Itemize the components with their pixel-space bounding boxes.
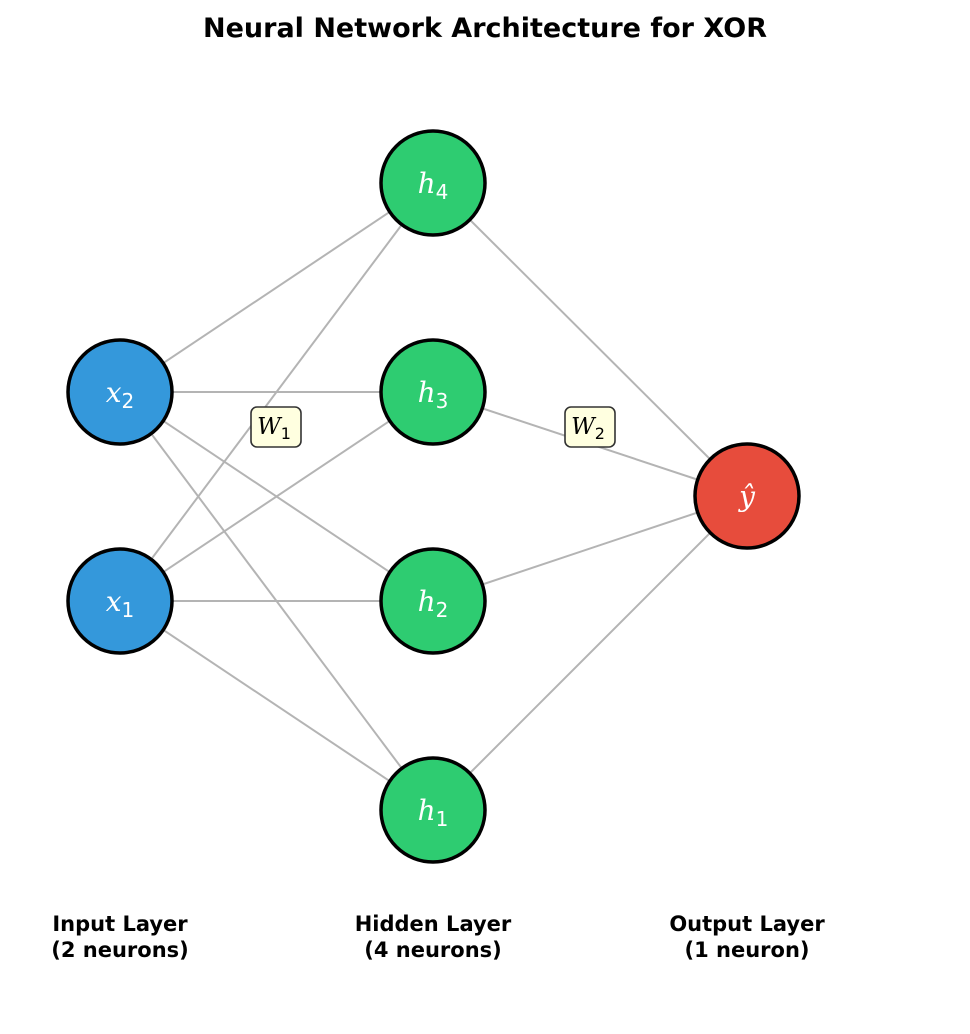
connections — [119, 182, 748, 811]
neuron-label-base: x — [106, 376, 122, 409]
neuron-circle — [379, 129, 487, 237]
neuron-label: h4 — [418, 167, 449, 204]
layer-captions: Input Layer(2 neurons) Hidden Layer(4 neu… — [51, 912, 825, 962]
neuron-circle — [379, 338, 487, 446]
edge-x2-h1 — [119, 391, 434, 811]
neuron-h1: h1 — [379, 756, 487, 864]
weight-label-subscript: 1 — [281, 424, 291, 443]
layer-caption-input-title: Input Layer — [52, 912, 188, 936]
neuron-label-subscript: 1 — [436, 807, 449, 831]
weight-label-base: W — [257, 414, 283, 440]
neuron-circle — [379, 756, 487, 864]
weight-label-base: W — [571, 414, 597, 440]
neuron-label-subscript: 2 — [436, 598, 449, 622]
neuron-label-base: ŷ — [737, 480, 756, 513]
neuron-label: x2 — [106, 376, 135, 413]
edge-h4-yhat — [432, 182, 748, 497]
neuron-label-subscript: 3 — [436, 389, 449, 413]
neuron-label: ŷ — [737, 480, 756, 513]
edge-x2-h2 — [119, 391, 434, 602]
edge-h1-yhat — [432, 495, 748, 811]
neuron-circle — [66, 338, 174, 446]
weight-label-W2: W2 — [564, 406, 616, 448]
weight-label-text: W1 — [257, 414, 291, 443]
neuron-label-subscript: 4 — [436, 180, 449, 204]
layer-caption-hidden-title: Hidden Layer — [355, 912, 512, 936]
neuron-h3: h3 — [379, 338, 487, 446]
weight-label-text: W2 — [571, 414, 605, 443]
neuron-label-base: x — [106, 585, 122, 618]
weight-label-W1: W1 — [250, 406, 302, 448]
edge-x1-h1 — [119, 600, 434, 811]
neuron-circle — [66, 547, 174, 655]
diagram-title: Neural Network Architecture for XOR — [203, 13, 767, 44]
weight-label-box — [250, 406, 302, 448]
edge-h2-yhat — [432, 495, 748, 602]
layer-caption-hidden-count: (4 neurons) — [364, 938, 502, 962]
neuron-label-subscript: 1 — [122, 598, 135, 622]
neuron-label-base: h — [418, 585, 436, 618]
neuron-h2: h2 — [379, 547, 487, 655]
edge-x2-h4 — [119, 182, 434, 393]
neuron-label: x1 — [106, 585, 135, 622]
neuron-label: h2 — [418, 585, 449, 622]
weight-label-subscript: 2 — [595, 424, 605, 443]
neuron-label-base: h — [418, 794, 436, 827]
neuron-x2: x2 — [66, 338, 174, 446]
weight-label-box — [564, 406, 616, 448]
layer-caption-output-count: (1 neuron) — [685, 938, 810, 962]
neuron-label-base: h — [418, 376, 436, 409]
neuron-x1: x1 — [66, 547, 174, 655]
layer-caption-input-count: (2 neurons) — [51, 938, 189, 962]
neuron-label-base: h — [418, 167, 436, 200]
neuron-label-subscript: 2 — [122, 389, 135, 413]
neuron-label: h3 — [418, 376, 449, 413]
layer-caption-output-title: Output Layer — [669, 912, 825, 936]
neuron-h4: h4 — [379, 129, 487, 237]
neuron-circle — [379, 547, 487, 655]
neuron-yhat: ŷ — [693, 442, 801, 550]
neuron-label: h1 — [418, 794, 449, 831]
neuron-circle — [693, 442, 801, 550]
